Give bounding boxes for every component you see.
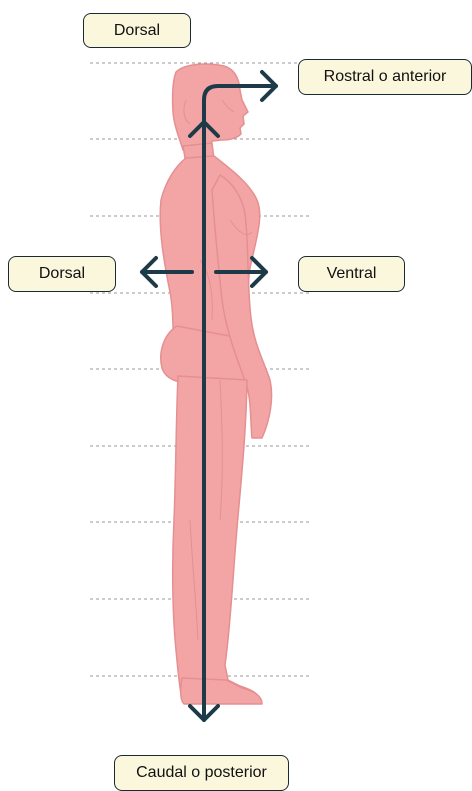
label-rostral-anterior: Rostral o anterior	[298, 59, 472, 95]
label-ventral: Ventral	[298, 256, 405, 292]
label-caudal-posterior: Caudal o posterior	[114, 755, 289, 791]
legs	[173, 376, 259, 700]
human-figure	[160, 64, 271, 704]
foot	[181, 678, 262, 704]
label-dorsal-left: Dorsal	[8, 256, 116, 292]
label-dorsal-top: Dorsal	[83, 13, 191, 48]
